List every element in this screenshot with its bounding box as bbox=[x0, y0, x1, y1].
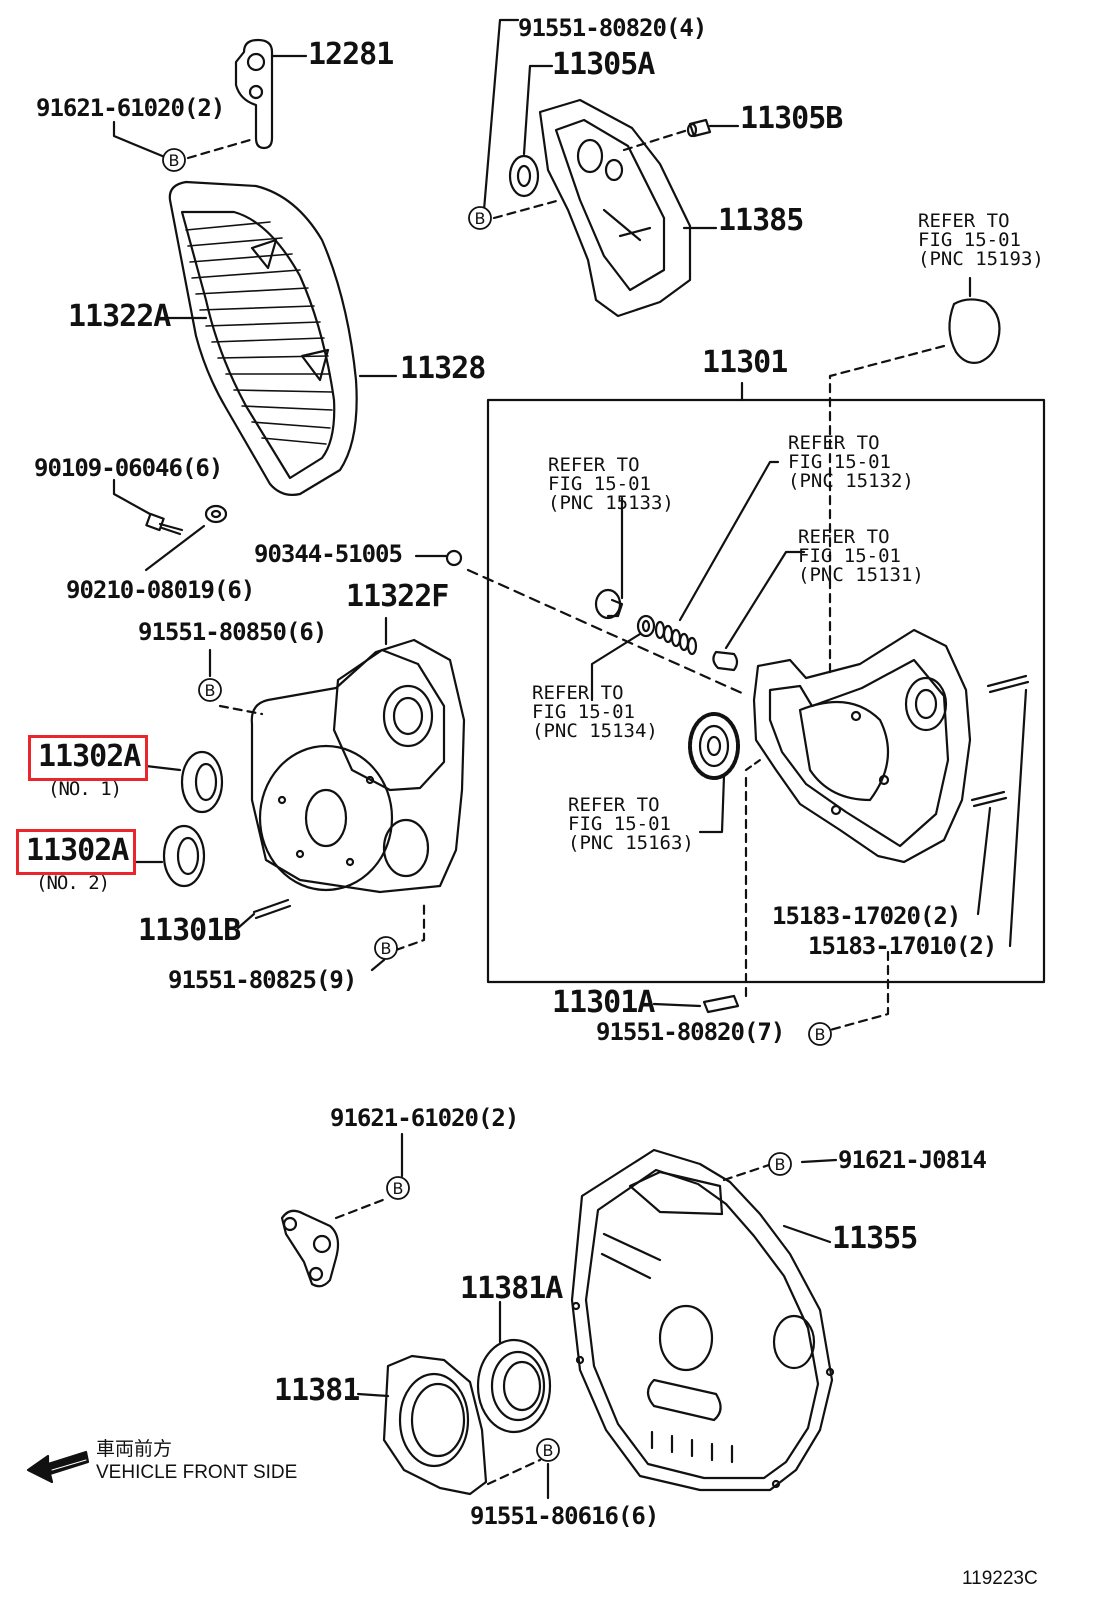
piston-15131-icon bbox=[712, 650, 739, 672]
callout-11302A-no2: 11302A bbox=[26, 833, 129, 868]
callout-90210-08019: 90210-08019(6) bbox=[66, 576, 255, 604]
part-12281-bracket-icon bbox=[234, 38, 274, 150]
highlight-box-11302A-no1 bbox=[28, 735, 148, 781]
front-arrow-icon bbox=[26, 1450, 90, 1484]
callout-12281: 12281 bbox=[308, 37, 394, 72]
callout-11381: 11381 bbox=[274, 1373, 360, 1408]
callout-91621-61020-upper: 91621-61020(2) bbox=[36, 94, 225, 122]
gear-15163-icon bbox=[688, 712, 740, 780]
callout-90344-51005: 90344-51005 bbox=[254, 540, 403, 568]
callout-11305A: 11305A bbox=[552, 47, 655, 82]
highlight-box-11302A-no2 bbox=[16, 829, 136, 875]
plate-11355-icon bbox=[570, 1148, 835, 1492]
vehicle-front-jp: 車両前方 bbox=[96, 1439, 173, 1460]
callout-11355: 11355 bbox=[832, 1221, 918, 1256]
b-marker-letter: B bbox=[205, 681, 216, 700]
stud-11301B-icon bbox=[252, 898, 292, 920]
stud-15183-17010-icon bbox=[986, 674, 1030, 694]
washer-90210-icon bbox=[204, 504, 228, 524]
b-marker-circle bbox=[468, 206, 492, 230]
refer-note-15132: REFER TO FIG 15-01 (PNC 15132) bbox=[788, 432, 914, 492]
figure-code: 119223C bbox=[962, 1568, 1038, 1589]
b-marker-letter: B bbox=[381, 939, 392, 958]
retainer-11381-icon bbox=[382, 1354, 488, 1496]
seal-11302A-no1-icon bbox=[180, 750, 224, 814]
ring-15134-icon bbox=[636, 614, 656, 638]
bracket-91621-61020-icon bbox=[280, 1209, 340, 1288]
callout-11301: 11301 bbox=[702, 345, 788, 380]
part-11322A-cover-icon bbox=[168, 180, 358, 496]
plug-90344-icon bbox=[445, 549, 463, 567]
callout-15183-17010: 15183-17010(2) bbox=[808, 932, 997, 960]
callout-11302A-no1: 11302A bbox=[38, 739, 141, 774]
callout-91551-80616: 91551-80616(6) bbox=[470, 1502, 659, 1530]
callout-no2: (NO. 2) bbox=[36, 872, 110, 894]
refer-note-15134: REFER TO FIG 15-01 (PNC 15134) bbox=[532, 682, 658, 742]
b-marker-circle bbox=[386, 1176, 410, 1200]
b-marker-letter: B bbox=[475, 209, 486, 228]
seal-11302A-no2-icon bbox=[162, 824, 206, 888]
callout-11301B: 11301B bbox=[138, 913, 241, 948]
callout-91551-80820-7: 91551-80820(7) bbox=[596, 1018, 785, 1046]
callout-91621-J0814: 91621-J0814 bbox=[838, 1146, 987, 1174]
part-11385-cover-icon bbox=[538, 98, 692, 318]
b-marker-letter: B bbox=[543, 1441, 554, 1460]
dowel-11301A-icon bbox=[702, 994, 740, 1014]
pin-11305B-icon bbox=[686, 118, 712, 138]
callout-91551-80820-4: 91551-80820(4) bbox=[518, 14, 707, 42]
refer-note-15133: REFER TO FIG 15-01 (PNC 15133) bbox=[548, 454, 674, 514]
callout-11328: 11328 bbox=[400, 351, 486, 386]
part-15133-icon bbox=[594, 588, 624, 620]
callout-11301A: 11301A bbox=[552, 985, 655, 1020]
callout-11322A: 11322A bbox=[68, 299, 171, 334]
refer-note-15193: REFER TO FIG 15-01 (PNC 15193) bbox=[918, 210, 1044, 270]
b-marker-circle bbox=[768, 1152, 792, 1176]
stud-15183-17020-icon bbox=[970, 790, 1008, 808]
callout-11305B: 11305B bbox=[740, 101, 843, 136]
callout-11385: 11385 bbox=[718, 203, 804, 238]
callout-15183-17020: 15183-17020(2) bbox=[772, 902, 961, 930]
assembly-box-11301 bbox=[486, 398, 1046, 984]
b-marker-circle bbox=[374, 936, 398, 960]
callout-91551-80825: 91551-80825(9) bbox=[168, 966, 357, 994]
b-marker-circle bbox=[162, 148, 186, 172]
spring-15132-icon bbox=[654, 620, 698, 656]
callout-91621-61020-lower: 91621-61020(2) bbox=[330, 1104, 519, 1132]
seal-11305A-icon bbox=[508, 154, 540, 198]
gasket-15193-icon bbox=[948, 298, 1001, 364]
b-marker-letter: B bbox=[169, 151, 180, 170]
callout-90109-06046: 90109-06046(6) bbox=[34, 454, 223, 482]
b-marker-circle bbox=[198, 678, 222, 702]
vehicle-front-en: VEHICLE FRONT SIDE bbox=[96, 1462, 298, 1483]
b-marker-letter: B bbox=[815, 1025, 826, 1044]
seal-11381A-icon bbox=[476, 1338, 552, 1434]
b-marker-circle bbox=[808, 1022, 832, 1046]
callout-11322F: 11322F bbox=[346, 579, 449, 614]
b-marker-letter: B bbox=[393, 1179, 404, 1198]
b-marker-circle bbox=[536, 1438, 560, 1462]
callout-11381A: 11381A bbox=[460, 1271, 563, 1306]
callout-no1: (NO. 1) bbox=[48, 778, 122, 800]
callout-91551-80850: 91551-80850(6) bbox=[138, 618, 327, 646]
b-marker-letter: B bbox=[775, 1155, 786, 1174]
refer-note-15131: REFER TO FIG 15-01 (PNC 15131) bbox=[798, 526, 924, 586]
bolt-90109-icon bbox=[145, 512, 184, 536]
refer-note-15163: REFER TO FIG 15-01 (PNC 15163) bbox=[568, 794, 694, 854]
housing-11301-icon bbox=[752, 628, 972, 864]
